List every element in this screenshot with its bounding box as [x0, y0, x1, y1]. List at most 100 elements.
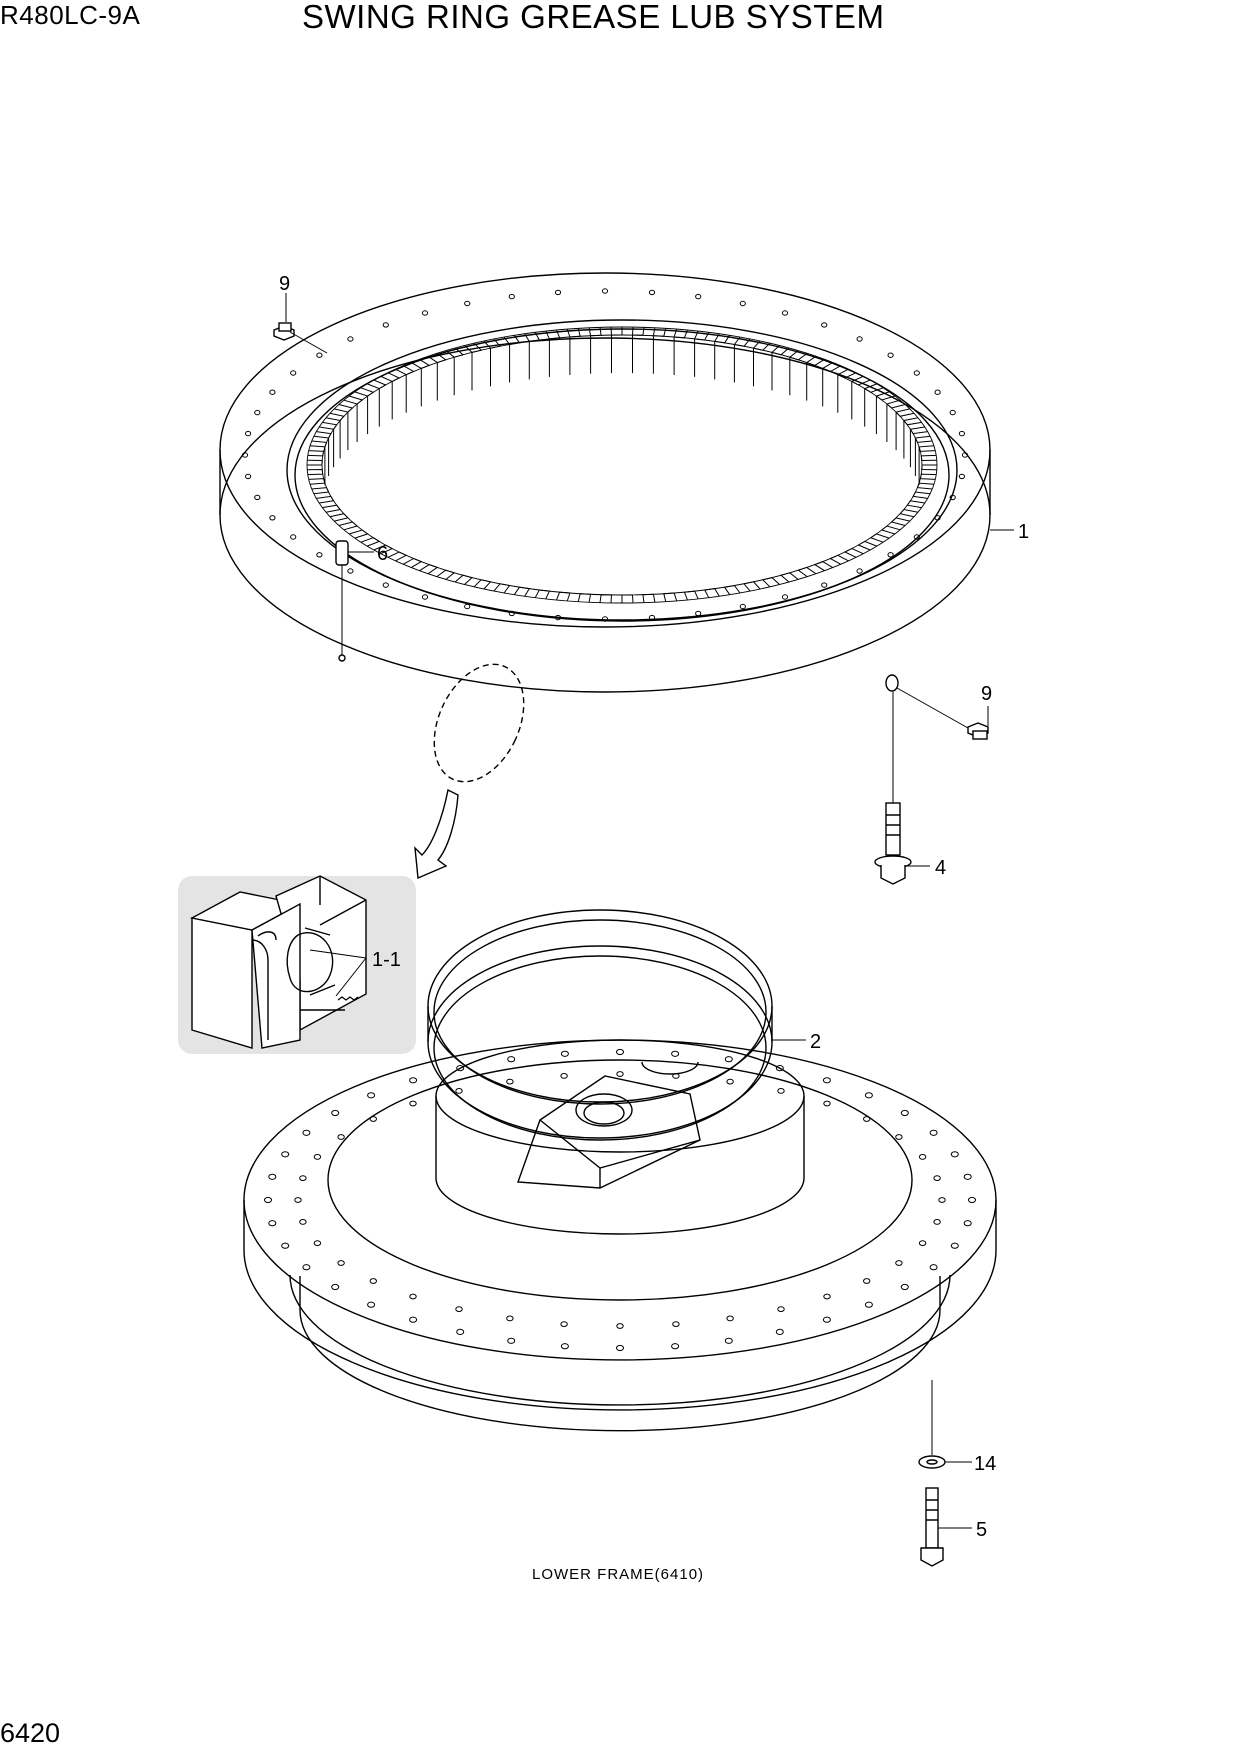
- gear-tooth: [875, 391, 895, 401]
- gear-tooth: [733, 336, 751, 347]
- callout-1: 1: [1018, 521, 1029, 543]
- bolt-hole: [269, 515, 276, 521]
- gear-tooth: [313, 431, 332, 439]
- bolt-hole: [913, 534, 920, 540]
- bolt-hole: [775, 1328, 784, 1336]
- bolt-hole: [963, 1220, 972, 1227]
- gear-tooth: [921, 464, 937, 471]
- bolt-hole: [337, 1134, 345, 1140]
- bolt-hole: [724, 1337, 733, 1344]
- gear-tooth: [367, 379, 387, 390]
- frame-bolt: [920, 1487, 944, 1567]
- bolt-hole: [560, 1050, 569, 1057]
- bolt-hole: [290, 370, 297, 376]
- bolt-hole: [864, 1092, 873, 1099]
- gear-tooth: [410, 358, 431, 369]
- bolt-hole: [264, 1196, 272, 1204]
- gear-tooth: [534, 589, 551, 600]
- bolt-hole: [918, 1240, 927, 1246]
- gear-tooth: [850, 375, 871, 386]
- gear-tooth: [307, 459, 323, 466]
- bolt-hole: [268, 1220, 277, 1227]
- gear-tooth: [797, 566, 817, 578]
- gear-tooth: [914, 435, 933, 443]
- bolt-hole: [254, 494, 261, 501]
- bolt-hole: [616, 1071, 624, 1077]
- bolt-hole: [950, 1242, 959, 1249]
- bolt-hole: [913, 370, 920, 376]
- bolt-hole: [671, 1343, 680, 1350]
- gear-tooth: [895, 408, 915, 417]
- bolt-hole: [672, 1073, 680, 1079]
- gear-tooth: [380, 372, 401, 382]
- gear-tooth: [805, 355, 825, 366]
- bolt-hole: [367, 1301, 376, 1308]
- bolt-hole: [934, 389, 941, 395]
- bolt-hole: [863, 1278, 871, 1284]
- bolt-hole: [724, 1056, 733, 1063]
- gear-tooth: [373, 544, 394, 555]
- bolt-hole: [781, 594, 789, 600]
- gear-tooth: [307, 468, 324, 476]
- gear-tooth: [316, 495, 335, 504]
- gear-tooth: [454, 574, 474, 585]
- bolt-hole: [409, 1316, 418, 1323]
- bolt-hole: [968, 1196, 976, 1204]
- bolt-hole: [560, 1343, 569, 1350]
- bolt-hole: [464, 300, 471, 307]
- bolt-hole: [299, 1219, 307, 1225]
- bolt-hole: [616, 1048, 624, 1056]
- bolt-hole: [934, 515, 941, 521]
- ring-bolt-holes: [241, 288, 969, 622]
- bolt-hole: [821, 582, 828, 588]
- gear-tooth: [322, 504, 342, 513]
- gear-tooth: [885, 399, 906, 409]
- gear-tooth: [836, 368, 857, 379]
- bolt-hole: [918, 1154, 927, 1160]
- bolt-hole: [554, 289, 562, 296]
- bolt-hole: [281, 1151, 290, 1158]
- bolt-hole: [958, 473, 966, 480]
- spring-pin: [335, 540, 349, 662]
- bolt-hole: [337, 1260, 345, 1266]
- gear-tooth: [821, 361, 842, 373]
- bolt-hole: [895, 1134, 903, 1140]
- gear-tooth: [761, 577, 780, 588]
- bolt-hole: [900, 1283, 909, 1291]
- bolt-hole: [456, 1065, 465, 1072]
- gear-tooth: [663, 592, 678, 602]
- bolt-hole: [739, 603, 746, 610]
- bolt-hole: [929, 1129, 938, 1136]
- bolt-hole: [456, 1328, 465, 1336]
- gear-tooth: [307, 450, 325, 457]
- ring-bolt: [874, 692, 912, 885]
- gear-tooth: [906, 500, 925, 509]
- gear-tooth: [642, 593, 656, 603]
- bolt-hole: [887, 352, 894, 358]
- gear-tooth: [503, 335, 521, 346]
- bolt-hole: [963, 1173, 972, 1180]
- bolt-hole: [560, 1321, 568, 1327]
- bolt-hole: [299, 1175, 307, 1181]
- gear-tooth: [524, 332, 541, 342]
- bolt-hole: [455, 1306, 463, 1312]
- bolt-hole: [949, 494, 956, 501]
- bolt-hole: [601, 616, 609, 622]
- grease-nipple-top: [273, 322, 328, 354]
- gear-tooth: [673, 328, 688, 339]
- gear-tooth: [713, 333, 731, 344]
- swing-ring-seal: [427, 909, 773, 1141]
- bolt-hole: [560, 1073, 568, 1079]
- gear-tooth: [427, 352, 447, 364]
- gear-tooth: [902, 417, 922, 426]
- gear-tooth: [829, 554, 849, 565]
- bolt-hole: [313, 1154, 322, 1160]
- bolt-hole: [648, 289, 656, 296]
- bolt-hole: [382, 582, 389, 588]
- gear-tooth: [788, 350, 808, 361]
- bolt-hole: [302, 1129, 311, 1136]
- gear-tooth: [857, 540, 877, 551]
- bolt-hole: [938, 1197, 946, 1203]
- seal-detail-panel: [178, 875, 416, 1054]
- lower-frame-reference: LOWER FRAME(6410): [532, 1566, 704, 1583]
